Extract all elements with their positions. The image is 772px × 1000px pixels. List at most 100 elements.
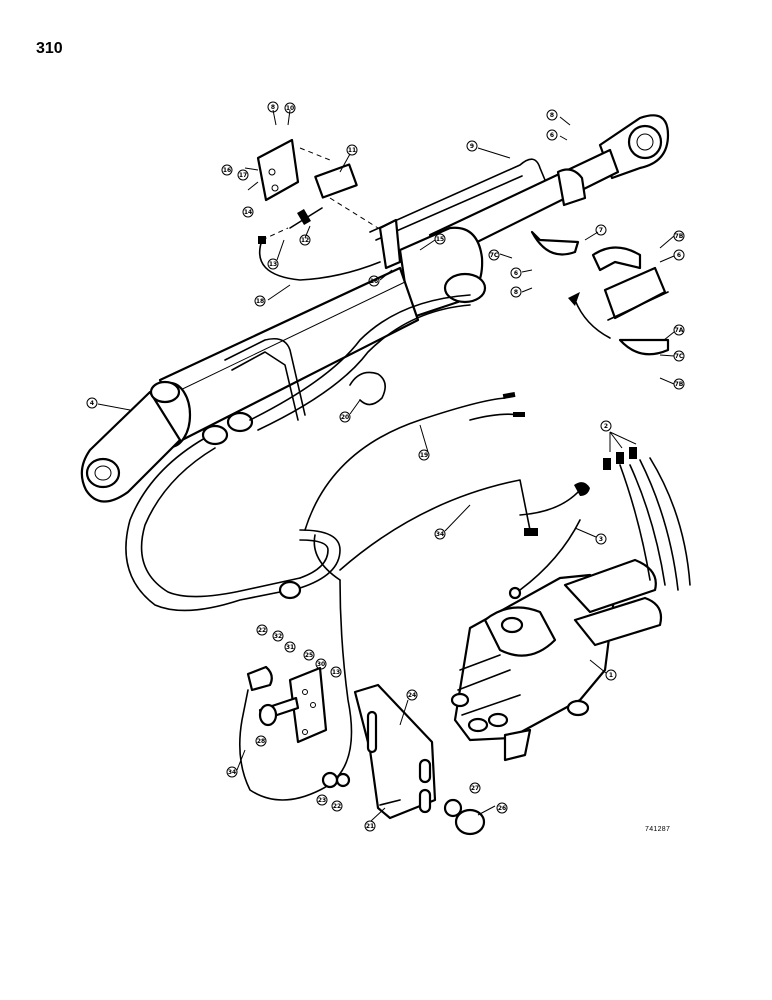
callout-6: 6 bbox=[673, 249, 685, 261]
callout-30: 30 bbox=[315, 658, 327, 670]
svg-text:27: 27 bbox=[471, 785, 479, 792]
svg-text:15: 15 bbox=[436, 236, 444, 243]
svg-text:12: 12 bbox=[301, 237, 309, 244]
svg-text:25: 25 bbox=[305, 652, 313, 659]
svg-text:8: 8 bbox=[514, 289, 518, 296]
svg-text:8: 8 bbox=[550, 112, 554, 119]
callout-27: 27 bbox=[469, 782, 481, 794]
callout-15: 15 bbox=[434, 233, 446, 245]
callout-31: 31 bbox=[284, 641, 296, 653]
svg-text:28: 28 bbox=[257, 738, 265, 745]
svg-text:16: 16 bbox=[223, 167, 231, 174]
callout-14: 14 bbox=[242, 206, 254, 218]
hydraulic-cylinder bbox=[80, 114, 670, 503]
callout-20: 20 bbox=[339, 411, 351, 423]
svg-text:7C: 7C bbox=[675, 353, 684, 360]
callout-3: 3 bbox=[595, 533, 607, 545]
svg-text:9: 9 bbox=[470, 143, 474, 150]
callout-8: 8 bbox=[546, 109, 558, 121]
svg-text:32: 32 bbox=[274, 633, 282, 640]
callout-11: 11 bbox=[346, 144, 358, 156]
callout-26: 26 bbox=[496, 802, 508, 814]
svg-text:20: 20 bbox=[341, 414, 349, 421]
callout-32: 32 bbox=[272, 630, 284, 642]
callout-19: 19 bbox=[418, 449, 430, 461]
svg-text:17: 17 bbox=[239, 172, 247, 179]
callout-8: 8 bbox=[267, 101, 279, 113]
part-callouts: 8 10 16 17 14 11 12 13 9 15 16 18 8 6 7 … bbox=[86, 101, 685, 832]
svg-text:19: 19 bbox=[420, 452, 428, 459]
callout-22: 22 bbox=[256, 624, 268, 636]
svg-text:11: 11 bbox=[348, 147, 356, 154]
svg-text:8: 8 bbox=[271, 104, 275, 111]
clamp-assembly bbox=[530, 168, 670, 356]
callout-18: 18 bbox=[254, 295, 266, 307]
svg-text:6: 6 bbox=[514, 270, 518, 277]
callout-7c: 7C bbox=[488, 249, 500, 261]
hydraulic-hoses bbox=[125, 294, 471, 612]
callout-24: 24 bbox=[406, 689, 418, 701]
callout-2: 2 bbox=[600, 420, 612, 432]
callout-16: 16 bbox=[368, 275, 380, 287]
svg-text:30: 30 bbox=[317, 661, 325, 668]
callout-25: 25 bbox=[303, 649, 315, 661]
callout-7b: 7B bbox=[673, 378, 685, 390]
control-valve bbox=[450, 447, 691, 762]
svg-text:13: 13 bbox=[269, 261, 277, 268]
svg-text:34: 34 bbox=[228, 769, 236, 776]
svg-text:14: 14 bbox=[244, 209, 252, 216]
callout-7: 7 bbox=[595, 224, 607, 236]
svg-text:21: 21 bbox=[366, 823, 374, 830]
svg-text:7B: 7B bbox=[675, 381, 684, 388]
callout-7c: 7C bbox=[673, 350, 685, 362]
callout-22: 22 bbox=[331, 800, 343, 812]
callout-7b: 7B bbox=[673, 230, 685, 242]
svg-text:24: 24 bbox=[408, 692, 416, 699]
svg-text:4: 4 bbox=[90, 400, 94, 407]
callout-6: 6 bbox=[546, 129, 558, 141]
svg-text:3: 3 bbox=[599, 536, 603, 543]
leader-lines bbox=[97, 109, 675, 822]
callout-4: 4 bbox=[86, 397, 98, 409]
svg-text:10: 10 bbox=[286, 105, 294, 112]
callout-34: 34 bbox=[226, 766, 238, 778]
svg-text:22: 22 bbox=[333, 803, 341, 810]
switch-assembly bbox=[256, 138, 381, 281]
svg-text:2: 2 bbox=[604, 423, 608, 430]
callout-21: 21 bbox=[364, 820, 376, 832]
svg-text:23: 23 bbox=[318, 797, 326, 804]
callout-16: 16 bbox=[221, 164, 233, 176]
drawing-code: 741287 bbox=[645, 826, 671, 833]
svg-text:16: 16 bbox=[370, 278, 378, 285]
svg-text:26: 26 bbox=[498, 805, 506, 812]
callout-34: 34 bbox=[434, 528, 446, 540]
svg-text:7: 7 bbox=[599, 227, 603, 234]
svg-text:7A: 7A bbox=[675, 327, 684, 334]
callout-8: 8 bbox=[510, 286, 522, 298]
callout-9: 9 bbox=[466, 140, 478, 152]
svg-text:13: 13 bbox=[332, 669, 340, 676]
callout-13: 13 bbox=[330, 666, 342, 678]
svg-text:34: 34 bbox=[436, 531, 444, 538]
callout-12: 12 bbox=[299, 234, 311, 246]
callout-28: 28 bbox=[255, 735, 267, 747]
svg-text:1: 1 bbox=[609, 672, 613, 679]
svg-text:31: 31 bbox=[286, 644, 294, 651]
mounting-bracket bbox=[246, 665, 486, 836]
callout-23: 23 bbox=[316, 794, 328, 806]
svg-text:7B: 7B bbox=[675, 233, 684, 240]
wire-harness bbox=[238, 391, 590, 801]
page-number: 310 bbox=[36, 40, 63, 57]
callout-13: 13 bbox=[267, 258, 279, 270]
callout-1: 1 bbox=[605, 669, 617, 681]
svg-text:22: 22 bbox=[258, 627, 266, 634]
svg-text:6: 6 bbox=[550, 132, 554, 139]
svg-text:18: 18 bbox=[256, 298, 264, 305]
svg-text:7C: 7C bbox=[490, 252, 499, 259]
callout-7a: 7A bbox=[673, 324, 685, 336]
callout-10: 10 bbox=[284, 102, 296, 114]
callout-6: 6 bbox=[510, 267, 522, 279]
callout-17: 17 bbox=[237, 169, 249, 181]
svg-text:6: 6 bbox=[677, 252, 681, 259]
